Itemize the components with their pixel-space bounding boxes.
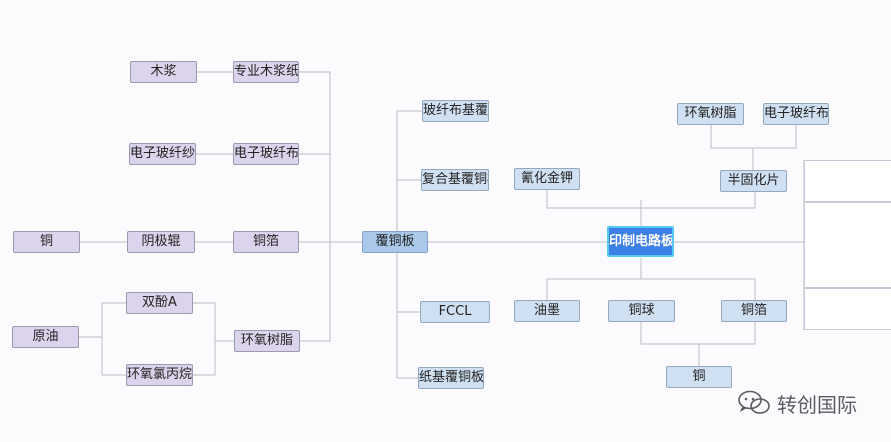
node-epoxy-resin[interactable]: 环氧树脂: [234, 330, 300, 352]
node-cathode-roller[interactable]: 阴极辊: [127, 231, 195, 253]
watermark: 转创国际: [737, 388, 857, 418]
node-copper-foil[interactable]: 铜箔: [233, 231, 299, 253]
node-e-glass-yarn[interactable]: 电子玻纤纱: [129, 143, 196, 165]
node-glass-fiber-ccl[interactable]: 玻纤布基覆铜...: [422, 100, 489, 122]
node-crude-oil[interactable]: 原油: [12, 326, 79, 348]
node-copper-ball[interactable]: 铜球: [608, 300, 675, 322]
node-bisphenol-a[interactable]: 双酚A: [126, 292, 193, 314]
node-wood-pulp[interactable]: 木浆: [130, 61, 197, 83]
node-ink[interactable]: 油墨: [514, 300, 580, 322]
node-copper[interactable]: 铜: [13, 231, 80, 253]
application-panel: [804, 202, 891, 288]
node-potassium-gold-cyanide[interactable]: 氰化金钾: [514, 168, 580, 190]
node-fccl[interactable]: FCCL: [420, 301, 490, 323]
node-composite-ccl[interactable]: 复合基覆铜板: [421, 169, 489, 191]
node-specialty-pulp-paper[interactable]: 专业木浆纸: [233, 61, 299, 83]
node-e-glass-cloth[interactable]: 电子玻纤布: [233, 143, 299, 165]
wechat-icon: [738, 390, 770, 414]
node-epoxy-resin-right[interactable]: 环氧树脂: [677, 103, 744, 125]
node-copper-foil-right[interactable]: 铜箔: [721, 300, 787, 322]
node-paper-ccl[interactable]: 纸基覆铜板: [418, 367, 484, 389]
node-epichlorohydrin[interactable]: 环氧氯丙烷: [126, 364, 193, 386]
application-panel: [804, 288, 891, 330]
application-panel: [804, 160, 891, 202]
node-prepreg[interactable]: 半固化片: [720, 170, 787, 192]
node-e-glass-cloth-right[interactable]: 电子玻纤布: [763, 103, 829, 125]
node-copper-bottom[interactable]: 铜: [666, 366, 732, 388]
node-pcb[interactable]: 印制电路板: [607, 226, 674, 257]
node-ccl[interactable]: 覆铜板: [362, 231, 428, 253]
watermark-text: 转创国际: [777, 392, 857, 417]
